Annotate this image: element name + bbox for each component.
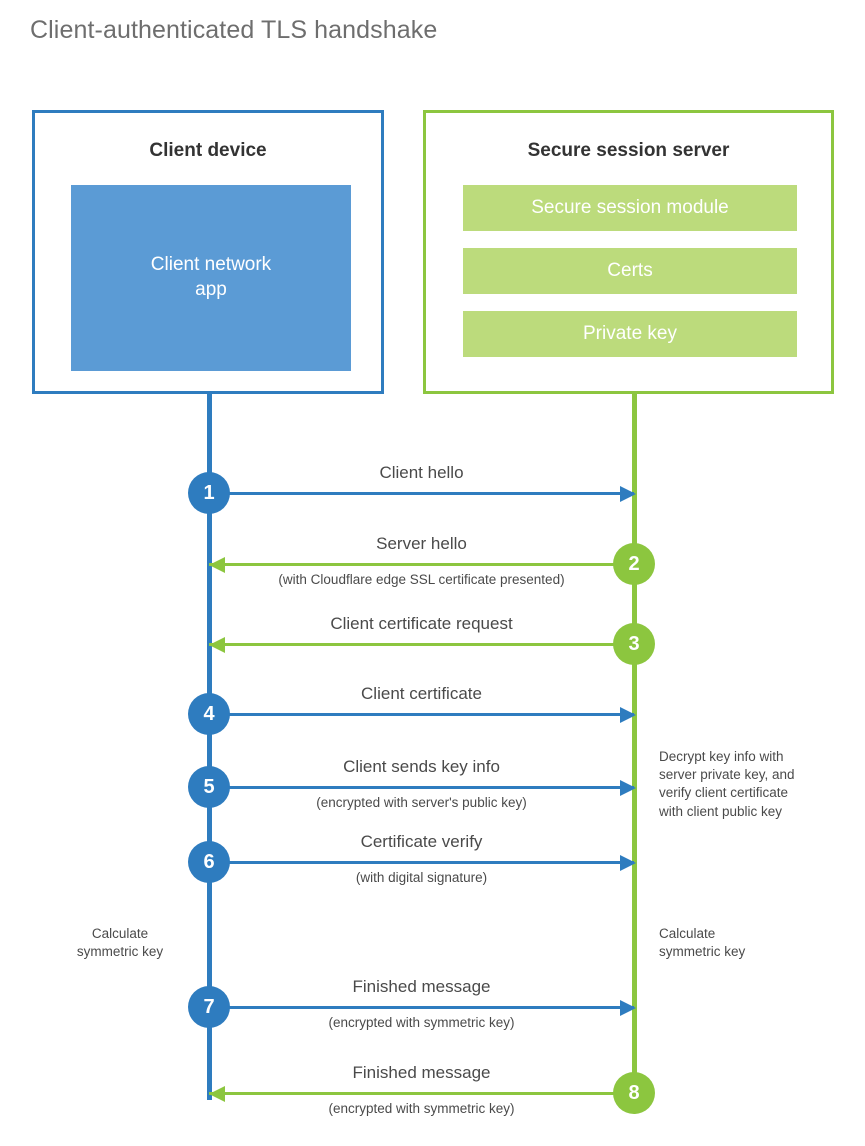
- message-label-5: Client sends key info: [343, 757, 500, 776]
- arrow-head-left-icon: [209, 637, 225, 653]
- client-lifeline: [207, 393, 212, 1100]
- message-arrow-line-1: [209, 492, 634, 495]
- message-sublabel-8: (encrypted with symmetric key): [328, 1101, 515, 1116]
- message-label-6: Certificate verify: [360, 832, 483, 851]
- client-device-box: Client device Client network app: [32, 110, 384, 394]
- arrow-head-right-icon: [620, 486, 636, 502]
- message-sublabel-5: (encrypted with server's public key): [316, 795, 527, 810]
- message-arrow-line-8: [209, 1092, 634, 1095]
- step-badge-6: 6: [188, 841, 230, 883]
- step-badge-1: 1: [188, 472, 230, 514]
- arrow-head-right-icon: [620, 707, 636, 723]
- server-component-certs: Certs: [463, 248, 797, 294]
- message-label-8: Finished message: [352, 1063, 491, 1082]
- secure-session-server-title: Secure session server: [527, 140, 730, 161]
- message-arrow-line-6: [209, 861, 634, 864]
- annotation-client-calculate-symmetric-key: Calculate symmetric key: [76, 926, 164, 960]
- message-label-2: Server hello: [376, 534, 467, 553]
- message-sublabel-2: (with Cloudflare edge SSL certificate pr…: [278, 572, 565, 587]
- message-sublabel-7: (encrypted with symmetric key): [328, 1015, 515, 1030]
- page-title: Client-authenticated TLS handshake: [30, 16, 438, 44]
- message-arrow-line-3: [209, 643, 634, 646]
- message-sublabel-6: (with digital signature): [355, 870, 488, 885]
- step-badge-2: 2: [613, 543, 655, 585]
- arrow-head-right-icon: [620, 780, 636, 796]
- step-badge-4: 4: [188, 693, 230, 735]
- step-badge-5: 5: [188, 766, 230, 808]
- server-component-secure-session-module: Secure session module: [463, 185, 797, 231]
- message-label-4: Client certificate: [361, 684, 482, 703]
- server-lifeline: [632, 393, 637, 1093]
- message-label-3: Client certificate request: [330, 614, 513, 633]
- annotation-server-calculate-symmetric-key: Calculate symmetric key: [659, 926, 746, 960]
- message-label-1: Client hello: [379, 463, 464, 482]
- secure-session-server-box: Secure session server Secure session mod…: [423, 110, 834, 394]
- message-label-7: Finished message: [352, 977, 491, 996]
- message-arrow-line-5: [209, 786, 634, 789]
- message-arrow-line-2: [209, 563, 634, 566]
- step-badge-3: 3: [613, 623, 655, 665]
- step-badge-7: 7: [188, 986, 230, 1028]
- message-arrow-line-7: [209, 1006, 634, 1009]
- arrow-head-left-icon: [209, 1086, 225, 1102]
- message-arrow-line-4: [209, 713, 634, 716]
- arrow-head-right-icon: [620, 855, 636, 871]
- arrow-head-right-icon: [620, 1000, 636, 1016]
- step-badge-8: 8: [613, 1072, 655, 1114]
- server-component-private-key: Private key: [463, 311, 797, 357]
- client-network-app-block: Client network app: [71, 185, 351, 371]
- annotation-decrypt-key-info: Decrypt key info with server private key…: [659, 749, 795, 819]
- client-device-title: Client device: [149, 140, 267, 161]
- arrow-head-left-icon: [209, 557, 225, 573]
